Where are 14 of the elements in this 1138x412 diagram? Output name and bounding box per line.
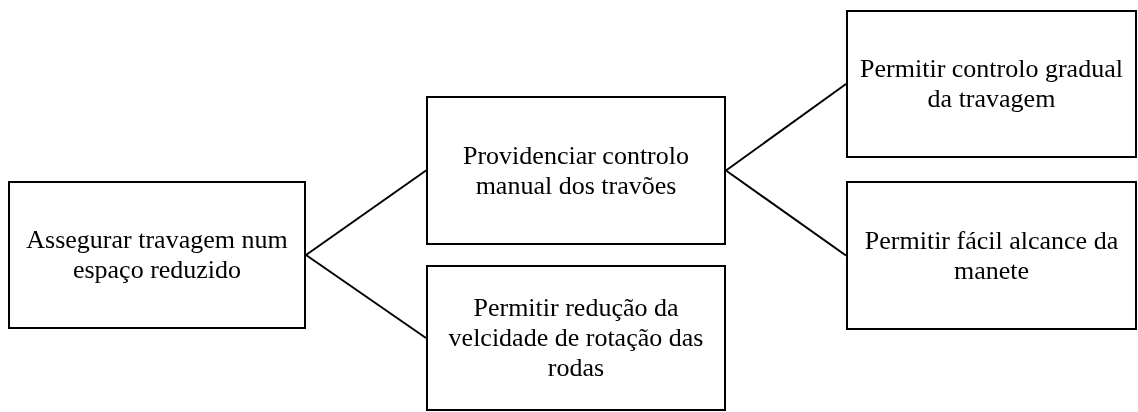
connector-line	[305, 254, 427, 339]
goal-text: Assegurar travagem num espaço reduzido	[25, 225, 289, 285]
goal-box	[846, 10, 1137, 158]
connector-line	[305, 169, 427, 256]
goal-text: Permitir controlo gradual da travagem	[859, 54, 1124, 114]
goal-text: Providenciar controlo manual dos travões	[462, 140, 690, 201]
goal-text: Permitir redução da velcidade de rotação das rodas	[447, 293, 705, 383]
connector-line	[725, 83, 847, 172]
goal-box	[846, 181, 1137, 330]
goal-text: Permitir fácil alcance da manete	[863, 225, 1120, 286]
connector-line	[725, 169, 847, 257]
goal-box	[8, 181, 306, 329]
goal-box	[426, 265, 726, 411]
goal-box	[426, 96, 726, 245]
